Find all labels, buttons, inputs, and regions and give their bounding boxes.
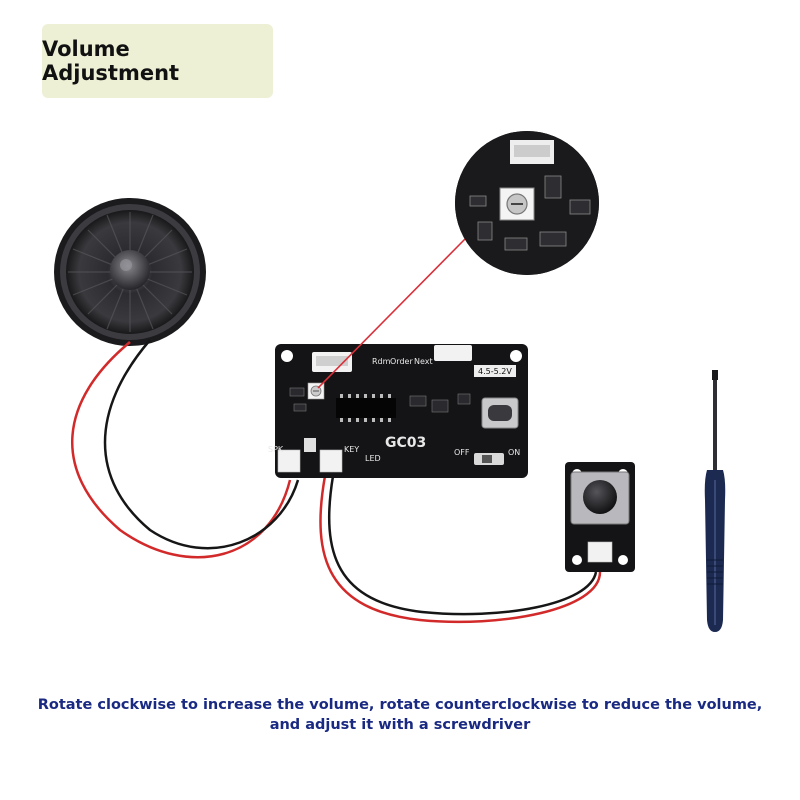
key-wire-red <box>319 475 602 624</box>
board-mode-label-rdm: Rdm <box>372 357 391 366</box>
button-module <box>565 462 635 572</box>
on-label: ON <box>508 448 520 457</box>
board-voltage-label: 4.5-5.2V <box>478 367 512 376</box>
product-scene: Rdm Order Next 4.5-5.2V GC03 SPK KEY LED… <box>54 131 726 632</box>
page-title: Volume Adjustment <box>42 37 180 85</box>
speaker-wire-red <box>71 341 292 559</box>
board-mode-label-order: Order <box>390 357 413 366</box>
zoom-inset <box>455 131 599 275</box>
speaker <box>54 198 206 346</box>
title-badge: Volume Adjustment <box>42 24 273 98</box>
board-mode-label-next: Next <box>414 357 433 366</box>
instruction-caption: Rotate clockwise to increase the volume,… <box>37 697 763 733</box>
pointer-line <box>317 237 467 389</box>
off-label: OFF <box>454 448 470 457</box>
speaker-wire-black <box>103 339 300 550</box>
key-port-label: KEY <box>344 445 359 454</box>
key-wire-black <box>327 475 598 616</box>
board-model-label: GC03 <box>385 435 426 451</box>
led-label: LED <box>365 454 381 463</box>
audio-board: Rdm Order Next 4.5-5.2V GC03 SPK KEY LED… <box>268 344 528 478</box>
spk-port-label: SPK <box>268 445 284 454</box>
screwdriver <box>704 370 726 632</box>
